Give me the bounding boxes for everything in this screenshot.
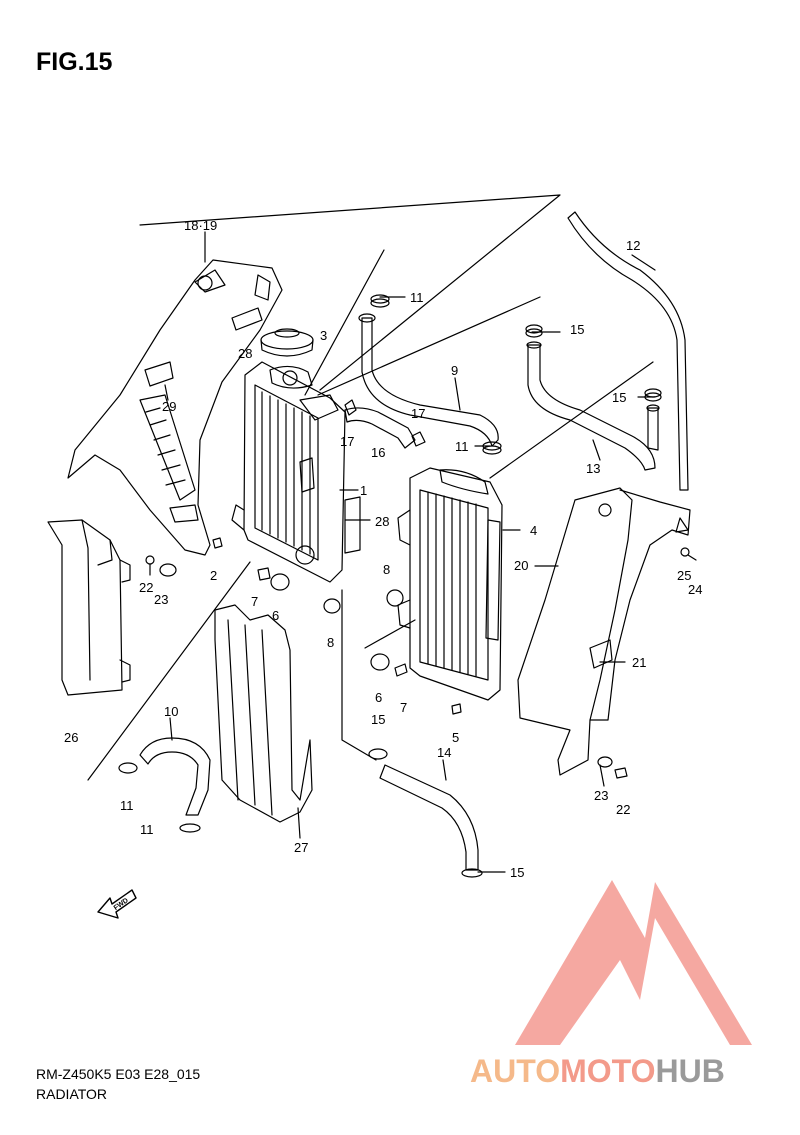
callout-7: 7 <box>251 594 258 609</box>
watermark-part-hub: HUB <box>655 1053 725 1089</box>
leader-lines <box>87 194 656 873</box>
callout-6: 6 <box>375 690 382 705</box>
watermark-part-auto: AUTO <box>470 1053 561 1089</box>
watermark-part-moto: MOTO <box>560 1053 656 1089</box>
callout-15: 15 <box>510 865 524 880</box>
pad-28-upper <box>231 307 263 331</box>
radiator-shroud-left <box>67 259 283 556</box>
callout-15: 15 <box>612 390 626 405</box>
callout-29: 29 <box>162 399 176 414</box>
callout-27: 27 <box>294 840 308 855</box>
callout-3: 3 <box>320 328 327 343</box>
radiator-cap <box>260 328 314 357</box>
callout-11: 11 <box>410 290 424 305</box>
callout-1: 1 <box>360 483 367 498</box>
callout-20: 20 <box>514 558 528 573</box>
fwd-label: FWD <box>113 897 130 912</box>
callout-22: 22 <box>139 580 153 595</box>
callout-4: 4 <box>530 523 537 538</box>
section-name: RADIATOR <box>36 1086 108 1102</box>
callout-28: 28 <box>375 514 389 529</box>
hose-10 <box>139 737 211 816</box>
callout-2: 2 <box>210 568 217 583</box>
callout-10: 10 <box>164 704 178 719</box>
model-code: RM-Z450K5 E03 E28_015 <box>36 1066 201 1082</box>
callout-5: 5 <box>452 730 459 745</box>
callout-17: 17 <box>411 406 425 421</box>
callout-21: 21 <box>632 655 646 670</box>
callout-26: 26 <box>64 730 78 745</box>
callout-17: 17 <box>340 434 354 449</box>
callout-8: 8 <box>383 562 390 577</box>
guard-panel-27 <box>214 604 313 823</box>
callout-11: 11 <box>120 798 134 813</box>
figure-title: FIG.15 <box>36 48 113 76</box>
callout-15: 15 <box>371 712 385 727</box>
callout-23: 23 <box>594 788 608 803</box>
guard-panel-26 <box>47 519 131 696</box>
callout-25: 25 <box>677 568 691 583</box>
hose-clamps <box>118 294 662 878</box>
callout-18-19: 18·19 <box>184 218 217 233</box>
radiator-left <box>397 467 503 701</box>
callout-23: 23 <box>154 592 168 607</box>
callout-22: 22 <box>616 802 630 817</box>
bolts-and-grommets <box>145 537 697 779</box>
callout-14: 14 <box>437 745 451 760</box>
callout-11: 11 <box>140 822 154 837</box>
watermark-text: AUTOMOTOHUB <box>470 1053 792 1090</box>
radiator-shroud-right <box>517 487 691 776</box>
pad-28-lower <box>344 496 361 554</box>
callout-15: 15 <box>570 322 584 337</box>
callout-9: 9 <box>451 363 458 378</box>
callout-12: 12 <box>626 238 640 253</box>
callout-6: 6 <box>272 608 279 623</box>
callout-11: 11 <box>455 439 469 454</box>
radiator-right <box>231 361 346 583</box>
callout-8: 8 <box>327 635 334 650</box>
fwd-arrow-icon: FWD <box>97 889 137 919</box>
callout-28: 28 <box>238 346 252 361</box>
callout-16: 16 <box>371 445 385 460</box>
watermark-logo <box>515 880 752 1045</box>
hose-14 <box>379 764 479 871</box>
callout-24: 24 <box>688 582 702 597</box>
hose-13 <box>526 341 660 471</box>
hose-16 <box>344 407 416 449</box>
callout-7: 7 <box>400 700 407 715</box>
callout-13: 13 <box>586 461 600 476</box>
hose-12 <box>567 211 689 491</box>
